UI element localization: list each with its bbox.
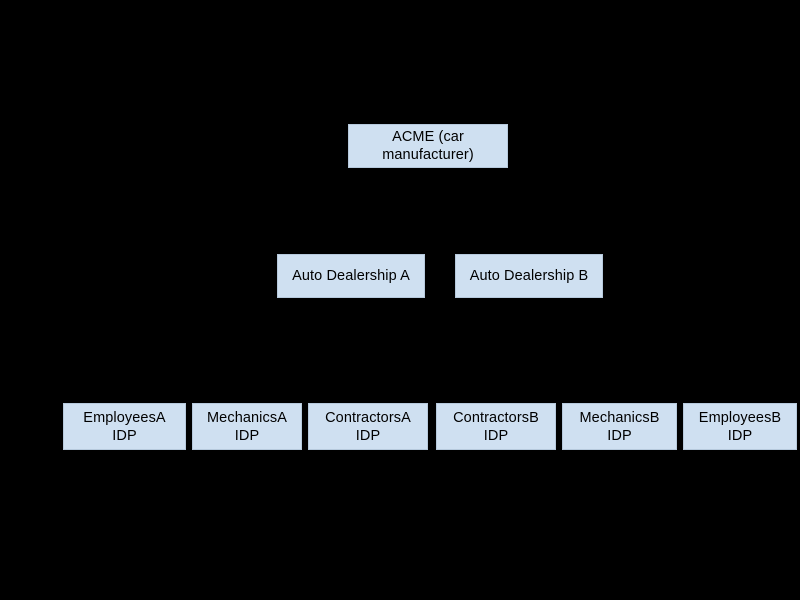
node-mechanics-a-idp[interactable]: MechanicsA IDP	[192, 403, 302, 450]
node-mechanics-b-idp[interactable]: MechanicsB IDP	[562, 403, 677, 450]
node-auto-dealership-a[interactable]: Auto Dealership A	[277, 254, 425, 298]
node-contractors-a-idp[interactable]: ContractorsA IDP	[308, 403, 428, 450]
node-employees-b-idp[interactable]: EmployeesB IDP	[683, 403, 797, 450]
node-contractors-b-idp[interactable]: ContractorsB IDP	[436, 403, 556, 450]
node-auto-dealership-b[interactable]: Auto Dealership B	[455, 254, 603, 298]
node-employees-a-idp[interactable]: EmployeesA IDP	[63, 403, 186, 450]
node-acme[interactable]: ACME (car manufacturer)	[348, 124, 508, 168]
